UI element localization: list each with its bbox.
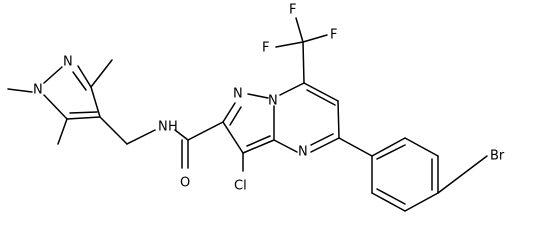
- bond-n1-c2: [222, 102, 236, 123]
- bond-n1-c2-double: [229, 106, 242, 126]
- bond-ar-4-5: [404, 192, 439, 212]
- bond-c3-c3a-double: [246, 135, 271, 147]
- bond-pz-c4-c5-double: [69, 111, 98, 114]
- bond-c-f3: [302, 34, 328, 43]
- bond-c7-c6-double: [306, 89, 336, 106]
- bond-pz-c3-c4: [90, 86, 101, 118]
- atom-n-amide: N: [158, 120, 168, 135]
- bond-ar-5-6-double: [376, 188, 406, 205]
- bond-pz-n2-c3-double: [72, 71, 87, 91]
- atom-n-pyrimidine: N: [298, 145, 308, 160]
- bond-n7a-n1: [247, 93, 269, 99]
- atom-n-pyrazole-lower: N: [33, 83, 43, 98]
- atom-f-right: F: [330, 28, 337, 43]
- bond-pz-n1-methyl: [7, 88, 33, 93]
- bond-n7a-c7: [279, 82, 305, 96]
- bond-n-ch2: [126, 129, 156, 145]
- bond-c5-n4-double: [310, 133, 334, 146]
- molecule-canvas: F F F N N N N H O Cl Br N N: [7, 3, 505, 212]
- bond-ar-1-2-double: [376, 144, 406, 160]
- bond-pz-n1-n2: [43, 66, 63, 84]
- bond-n4-c3a: [273, 139, 298, 153]
- bond-pz-n2-c3: [77, 65, 92, 88]
- atom-n-pyrazole-top: N: [233, 87, 243, 102]
- bond-c2-c3: [222, 121, 244, 154]
- bond-c6-c5: [337, 100, 340, 139]
- bond-cf3-ring: [302, 41, 305, 84]
- bond-layer: [7, 17, 488, 212]
- bond-c5-n4: [310, 137, 340, 153]
- bond-c7-c6: [303, 82, 339, 102]
- atom-f-left: F: [262, 41, 269, 56]
- bond-pz-c4-c5: [66, 116, 101, 120]
- atom-h-amide: H: [168, 120, 178, 135]
- bond-carbonyl-n: [174, 129, 189, 141]
- atom-o-carbonyl: O: [180, 176, 190, 191]
- bond-ar-1-2: [371, 137, 406, 157]
- bond-ar-4-br: [437, 155, 488, 194]
- bond-pz-c5-methyl: [57, 118, 68, 145]
- bond-c-f1: [275, 41, 304, 48]
- bond-ar-2-3: [404, 137, 439, 157]
- bond-c5-aryl: [338, 137, 373, 157]
- bond-pz-c5-n1: [43, 94, 68, 120]
- atom-br: Br: [490, 149, 505, 164]
- bond-pz-c3-methyl: [90, 59, 113, 88]
- atom-f-top: F: [289, 3, 296, 18]
- bond-c2-carbonyl: [187, 121, 224, 141]
- bond-ch2-pyrazole: [99, 116, 128, 145]
- atom-label-layer: F F F N N N N H O Cl Br N N: [33, 3, 505, 194]
- molecule-structure: F F F N N N N H O Cl Br N N: [7, 3, 505, 212]
- bond-c-f2: [295, 17, 304, 43]
- atom-n-bridgehead: N: [268, 94, 278, 109]
- atom-cl: Cl: [234, 179, 247, 194]
- bond-c3-c3a: [242, 139, 275, 154]
- bond-ar-5-6: [371, 192, 406, 212]
- atom-n-pyrazole-upper: N: [63, 55, 73, 70]
